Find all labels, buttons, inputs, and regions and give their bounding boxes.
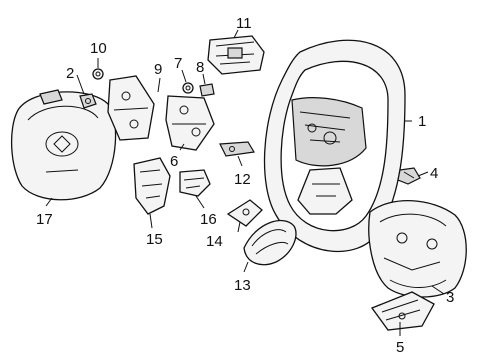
callout-2: 2: [66, 65, 74, 82]
callout-labels: 1 2 3 4 5 6 7 8 9 10 11 12 13 14 15 16 1…: [36, 15, 454, 356]
screw-part: [199, 83, 215, 97]
callout-17: 17: [36, 211, 53, 228]
callout-14: 14: [206, 233, 223, 250]
horn-plate: [243, 219, 297, 266]
callout-3: 3: [446, 289, 454, 306]
small-plate: [226, 199, 263, 227]
callout-9: 9: [154, 61, 162, 78]
callout-10: 10: [90, 40, 107, 57]
switch-part: [397, 167, 421, 185]
callout-8: 8: [196, 59, 204, 76]
callout-11: 11: [236, 15, 252, 32]
right-switch: [179, 169, 211, 197]
switch-bracket: [107, 75, 155, 141]
leader-lines: [45, 29, 445, 336]
callout-6: 6: [170, 153, 178, 170]
lower-cover: [368, 200, 467, 298]
connector: [219, 141, 255, 157]
callout-13: 13: [234, 277, 251, 294]
callout-15: 15: [146, 231, 163, 248]
callout-5: 5: [396, 339, 404, 356]
airbag-module: [10, 89, 117, 201]
nut-part: [79, 93, 97, 109]
wheel-bracket: [165, 95, 215, 151]
clock-spring: [207, 35, 265, 75]
washer-part: [182, 82, 194, 94]
callout-7: 7: [174, 55, 182, 72]
callout-1: 1: [418, 113, 426, 130]
callout-4: 4: [430, 165, 438, 182]
bolt-part: [92, 68, 104, 80]
callout-12: 12: [234, 171, 251, 188]
steering-wheel: [263, 39, 406, 252]
left-switch: [133, 157, 171, 215]
mounting-bracket: [370, 291, 435, 331]
callout-16: 16: [200, 211, 217, 228]
